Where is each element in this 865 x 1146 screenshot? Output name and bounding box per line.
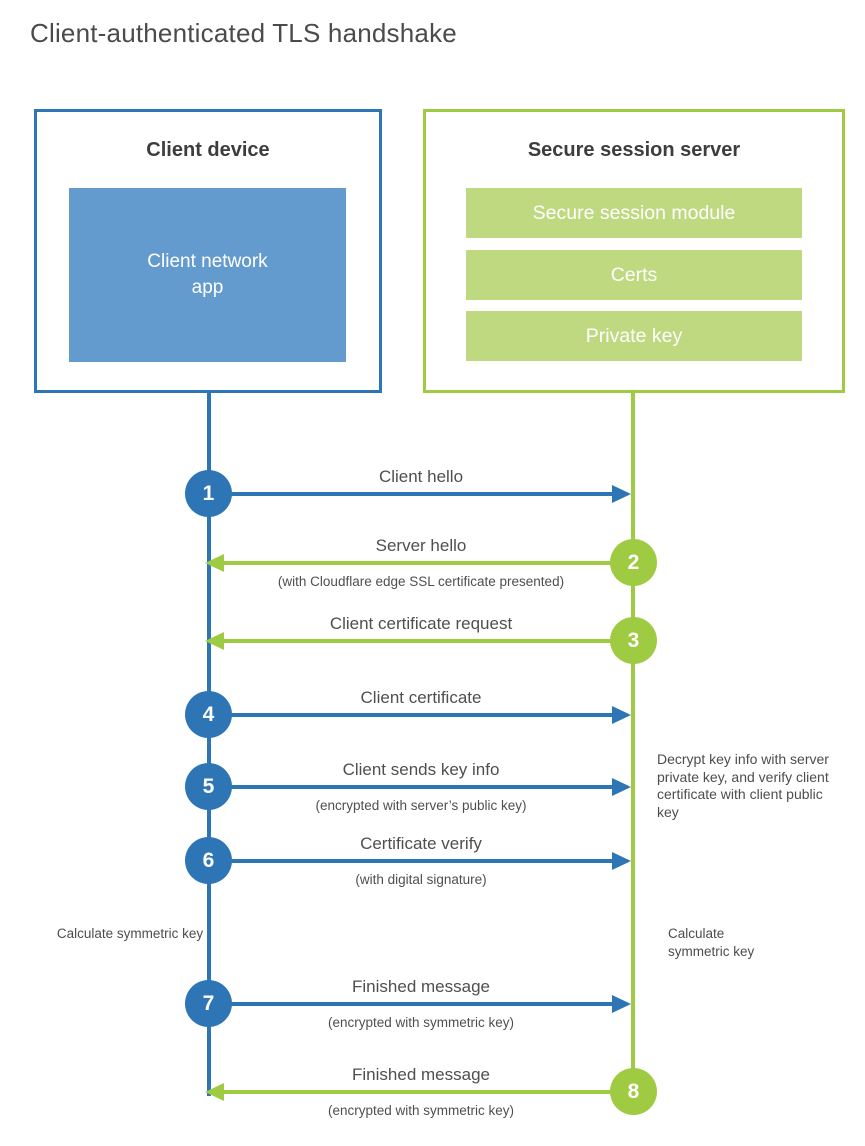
step-2-number-badge: 2 <box>610 539 657 586</box>
step-4-number-badge: 4 <box>185 691 232 738</box>
step-8-number: 8 <box>627 1079 640 1103</box>
step-3-number-badge: 3 <box>610 617 657 664</box>
step-5-number: 5 <box>202 774 215 798</box>
step-5-sublabel: (encrypted with server’s public key) <box>315 798 527 813</box>
step-1-number-badge: 1 <box>185 470 232 517</box>
client-calculate-symmetric-key-note: Calculate symmetric key <box>56 926 204 941</box>
step-7-label: Finished message <box>352 977 490 996</box>
step-4-number: 4 <box>202 702 215 726</box>
step-7-number: 7 <box>202 991 215 1015</box>
client-network-app-box: Client network app <box>69 188 346 362</box>
server-module-private-key: Private key <box>466 311 802 361</box>
server-decrypt-note: Decrypt key info with server private key… <box>657 751 829 820</box>
step-7-number-badge: 7 <box>185 980 232 1027</box>
step-7-arrow-right-icon <box>231 995 631 1013</box>
step-5-number-badge: 5 <box>185 763 232 810</box>
secure-session-server-box: Secure session server Secure session mod… <box>423 109 845 393</box>
step-8-label: Finished message <box>352 1065 490 1084</box>
step-1-number: 1 <box>202 481 215 505</box>
server-calculate-symmetric-key-note: Calculate symmetric key <box>668 926 755 959</box>
step-1-label: Client hello <box>378 467 464 486</box>
page-title: Client-authenticated TLS handshake <box>30 18 457 48</box>
step-7-sublabel: (encrypted with symmetric key) <box>327 1015 515 1030</box>
step-6-arrow-right-icon <box>231 852 631 870</box>
step-2-sublabel: (with Cloudflare edge SSL certificate pr… <box>277 574 565 589</box>
step-6-number: 6 <box>202 848 215 872</box>
secure-session-server-title: Secure session server <box>527 139 741 161</box>
step-5-arrow-right-icon <box>231 778 631 796</box>
step-3-label: Client certificate request <box>329 614 513 633</box>
step-1-arrow-right-icon <box>231 485 631 503</box>
step-3-number: 3 <box>627 628 640 652</box>
step-3-arrow-left-icon <box>205 632 611 650</box>
step-2-number: 2 <box>627 550 640 574</box>
server-module-secure-session: Secure session module <box>466 188 802 238</box>
step-6-label: Certificate verify <box>360 834 482 853</box>
step-8-sublabel: (encrypted with symmetric key) <box>327 1103 515 1118</box>
step-8-number-badge: 8 <box>610 1068 657 1115</box>
step-4-label: Client certificate <box>360 688 482 707</box>
server-module-certs: Certs <box>466 250 802 300</box>
step-6-number-badge: 6 <box>185 837 232 884</box>
step-6-sublabel: (with digital signature) <box>355 872 487 887</box>
step-2-arrow-left-icon <box>205 554 611 572</box>
client-network-app-label: Client network app <box>147 251 268 298</box>
client-device-title: Client device <box>146 139 270 161</box>
step-4-arrow-right-icon <box>231 706 631 724</box>
client-lifeline <box>207 392 211 1096</box>
step-5-label: Client sends key info <box>342 760 500 779</box>
step-8-arrow-left-icon <box>205 1083 611 1101</box>
server-lifeline <box>631 392 635 1094</box>
step-2-label: Server hello <box>375 536 467 555</box>
client-device-box: Client device Client network app <box>34 109 382 393</box>
